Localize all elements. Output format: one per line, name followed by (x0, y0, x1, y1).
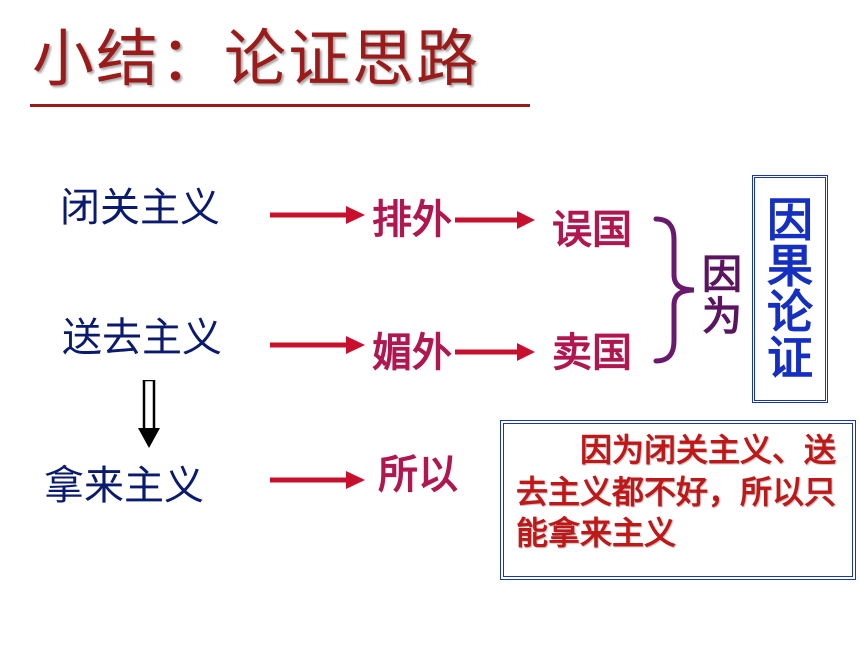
conclusion-box: 因为闭关主义、送去主义都不好，所以只能拿来主义 (500, 420, 856, 580)
because-label: 因为 (702, 252, 742, 340)
curly-brace (652, 215, 700, 369)
ism-taking: 拿来主义 (44, 463, 204, 509)
arrow-right-icon (455, 211, 535, 229)
down-arrow (138, 378, 160, 454)
arrow-right-icon (270, 471, 365, 489)
word-sell-country: 卖国 (552, 330, 632, 376)
arrow-row1-a (270, 200, 365, 230)
conclusion-text: 因为闭关主义、送去主义都不好，所以只能拿来主义 (516, 431, 837, 553)
title-underline (30, 104, 530, 107)
causal-reasoning-box: 因果论证 (752, 175, 828, 403)
arrow-right-icon (455, 343, 535, 361)
arrow-row2-a (270, 330, 365, 360)
arrow-row2-b (455, 337, 535, 367)
ism-closed-door: 闭关主义 (60, 185, 220, 231)
arrow-down-icon (138, 378, 160, 448)
ism-sending-out: 送去主义 (62, 315, 222, 361)
word-harm-country: 误国 (552, 207, 632, 253)
arrow-row3 (270, 465, 365, 495)
page-title: 小结：论证思路 (32, 22, 481, 95)
arrow-right-icon (270, 206, 365, 224)
word-flatter: 媚外 (372, 330, 452, 376)
word-therefore: 所以 (378, 452, 458, 498)
arrow-row1-b (455, 205, 535, 235)
causal-label: 因果论证 (767, 193, 813, 385)
word-exclude: 排外 (372, 197, 452, 243)
arrow-right-icon (270, 336, 365, 354)
